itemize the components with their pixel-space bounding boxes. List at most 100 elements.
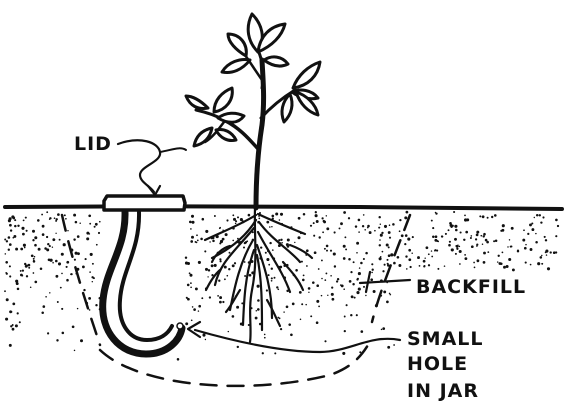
soil-dot — [531, 228, 534, 231]
soil-dot — [379, 257, 382, 260]
soil-dot — [308, 292, 309, 293]
soil-dot — [479, 215, 481, 217]
soil-dot — [217, 295, 219, 297]
soil-dot — [67, 230, 68, 231]
soil-dot — [348, 217, 350, 219]
soil-dot — [363, 214, 365, 216]
soil-dot — [204, 250, 206, 252]
soil-dot — [255, 317, 258, 320]
soil-dot — [26, 275, 28, 277]
soil-dot — [502, 224, 505, 227]
lid-pointer-tail — [160, 148, 186, 152]
soil-dot — [40, 268, 43, 271]
soil-dot — [302, 279, 305, 282]
soil-dot — [530, 248, 533, 251]
soil-dot — [83, 289, 85, 291]
soil-dot — [28, 267, 30, 269]
soil-dot — [451, 248, 454, 251]
soil-dot — [411, 252, 412, 253]
soil-dot — [266, 289, 268, 291]
soil-dot — [303, 213, 306, 216]
soil-dot — [5, 261, 8, 264]
soil-dot — [269, 242, 271, 244]
soil-dot — [49, 292, 50, 293]
soil-dot — [476, 231, 479, 234]
soil-dot — [54, 217, 56, 219]
soil-dot — [74, 350, 76, 352]
soil-dot — [191, 221, 194, 224]
leaf — [194, 128, 212, 146]
soil-dot — [392, 223, 395, 226]
soil-dot — [431, 250, 432, 251]
soil-dot — [449, 241, 451, 243]
soil-dot — [483, 261, 486, 264]
soil-dot — [531, 222, 533, 224]
soil-dot — [62, 332, 65, 335]
soil-dot — [41, 214, 43, 216]
soil-dot — [315, 211, 317, 213]
soil-dot — [43, 305, 46, 308]
soil-dot — [321, 295, 323, 297]
soil-dot — [294, 242, 295, 243]
soil-dot — [269, 226, 271, 228]
soil-dot — [49, 245, 51, 247]
soil-dot — [292, 303, 295, 306]
soil-dot — [346, 304, 348, 306]
soil-dot — [370, 278, 373, 281]
soil-dot — [280, 239, 282, 241]
soil-dot — [444, 265, 446, 267]
soil-dot — [435, 235, 438, 238]
soil-dot — [388, 254, 391, 257]
soil-dot — [452, 225, 454, 227]
soil-dot — [53, 239, 55, 241]
soil-dot — [82, 266, 85, 269]
soil-dot — [228, 268, 230, 270]
soil-dot — [190, 228, 192, 230]
buried-jar — [103, 212, 183, 354]
soil-dot — [287, 245, 290, 248]
soil-dot — [380, 223, 381, 224]
soil-dot — [393, 344, 395, 346]
soil-dot — [470, 235, 472, 237]
soil-dot — [288, 323, 291, 326]
soil-dot — [33, 272, 35, 274]
soil-dot — [189, 274, 192, 277]
soil-dot — [412, 236, 414, 238]
soil-dot — [453, 211, 455, 213]
soil-dot — [274, 277, 276, 279]
soil-dot — [185, 322, 188, 325]
soil-dot — [44, 247, 47, 250]
soil-dot — [459, 263, 461, 265]
soil-dot — [482, 215, 485, 218]
soil-dot — [324, 248, 326, 250]
soil-dot — [503, 266, 506, 269]
soil-dot — [495, 239, 498, 242]
soil-dot — [279, 317, 281, 319]
soil-dot — [61, 253, 64, 256]
soil-dot — [295, 269, 298, 272]
soil-dot — [432, 235, 435, 238]
soil-dot — [308, 287, 311, 290]
soil-dot — [191, 236, 194, 239]
soil-dot — [8, 249, 10, 251]
soil-dot — [389, 237, 391, 239]
soil-dot — [365, 295, 366, 296]
soil-dot — [25, 217, 27, 219]
soil-dot — [456, 245, 459, 248]
soil-dot — [5, 272, 7, 274]
soil-dot — [342, 352, 345, 355]
soil-dot — [387, 346, 390, 349]
soil-dot — [464, 215, 466, 217]
soil-dot — [356, 291, 359, 294]
soil-dot — [408, 258, 411, 261]
soil-dot — [476, 245, 478, 247]
soil-dot — [56, 339, 58, 341]
soil-dot — [321, 278, 323, 280]
soil-dot — [486, 241, 489, 244]
soil-dot — [9, 310, 12, 313]
soil-dot — [279, 219, 281, 221]
soil-dot — [99, 221, 101, 223]
soil-dot — [330, 275, 332, 277]
soil-dot — [257, 299, 260, 302]
soil-dot — [290, 333, 293, 336]
